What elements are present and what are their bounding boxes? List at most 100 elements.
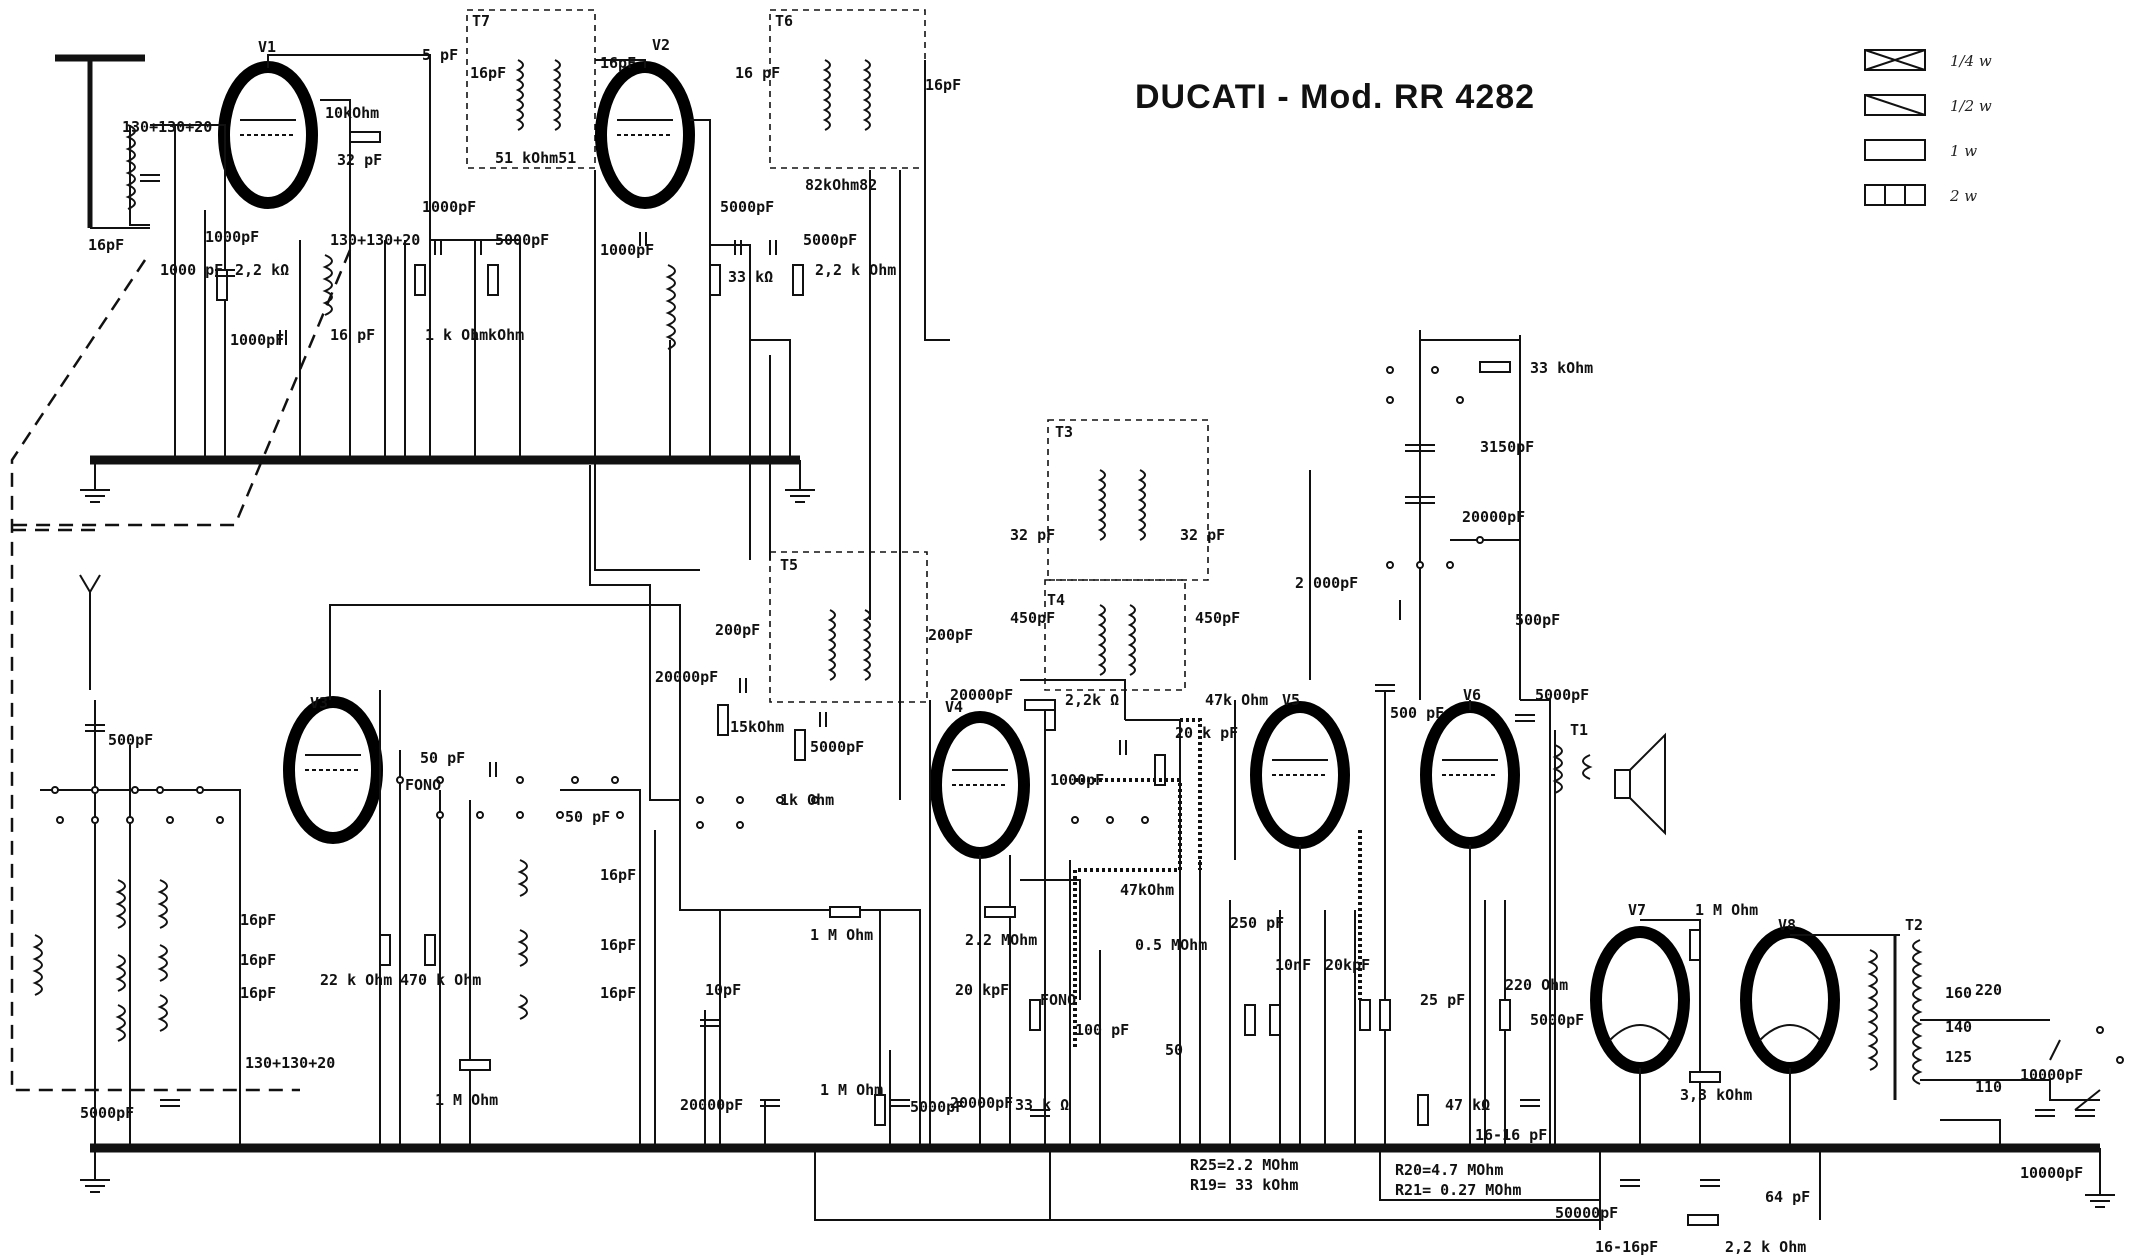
label-c10000a: 10000pF — [2020, 1066, 2083, 1084]
label-v125: 125 — [1945, 1048, 1972, 1066]
label-c1: 130+130+20 — [122, 118, 212, 136]
label-r82k: 82kOhm82 — [805, 176, 877, 194]
label-r1ka: 1 k Ohm — [425, 326, 488, 344]
antenna-whip-icon — [79, 574, 101, 690]
label-c20000c: 20000pF — [950, 686, 1013, 704]
label-fono-2: FONO — [405, 776, 441, 794]
label-c32: 32 pF — [337, 151, 382, 169]
antenna-frame-icon — [55, 54, 150, 229]
label-r22: 2,2 kΩ — [235, 261, 289, 279]
ground-symbol-right-lower — [2085, 1148, 2115, 1208]
label-c5000d: 5000pF — [810, 738, 864, 756]
svg-text:1/2 w: 1/2 w — [1950, 97, 1992, 115]
shielded-lead — [1073, 778, 1182, 1050]
transformer-t4-shield — [1044, 579, 1186, 691]
label-c1000f: 1000pF — [1050, 771, 1104, 789]
tube-v6-icon — [1420, 701, 1520, 849]
label-c20000d: 20000pF — [680, 1096, 743, 1114]
tube-v5-icon — [1250, 701, 1350, 849]
legend-item-two-watt: 2 w — [1864, 184, 1977, 206]
tube-label-v3: V3 — [310, 694, 328, 712]
svg-text:1/4 w: 1/4 w — [1950, 52, 1992, 70]
label-c20k: 20 k pF — [1175, 724, 1238, 742]
tube-label-v6: V6 — [1463, 686, 1481, 704]
legend-item-quarter-watt: 1/4 w — [1864, 49, 1992, 71]
coil-output-transformer-t1 — [1552, 744, 1593, 794]
label-r1kOhm: 1k Ohm — [780, 791, 834, 809]
label-fono: FONO — [1040, 991, 1076, 1009]
label-c20kpf: 20 kpF — [955, 981, 1009, 999]
transformer-label-t3: T3 — [1055, 423, 1073, 441]
wiring — [40, 54, 2101, 1230]
label-c100: 100 pF — [1075, 1021, 1129, 1039]
speaker-icon — [1614, 732, 1666, 836]
transformer-t6-shield — [769, 9, 926, 169]
label-r220: 220 Ohm — [1505, 976, 1568, 994]
label-v220: 220 — [1975, 981, 2002, 999]
label-c1000b: 1000pF — [205, 228, 259, 246]
label-c500c: 500 pF — [1390, 704, 1444, 722]
label-c47: 47 kΩ — [1445, 1096, 1490, 1114]
tube-v8-icon — [1740, 926, 1840, 1074]
coil-l15 — [1097, 604, 1136, 676]
transformer-label-t6: T6 — [775, 12, 793, 30]
label-v140: 140 — [1945, 1018, 1972, 1036]
label-c10nf: 10nF — [1275, 956, 1311, 974]
label-r1Md: 1 M Ohm — [1695, 901, 1758, 919]
label-r470: 470 k Ohm — [400, 971, 481, 989]
coil-l9 — [1097, 469, 1146, 541]
label-r22kc: 2,2 k Ohm — [1725, 1238, 1806, 1256]
label-c16a: 16pF — [470, 64, 506, 82]
label-r21: R21= 0.27 MOhm — [1395, 1181, 1521, 1199]
label-c1c: 130+130+20 — [245, 1054, 335, 1072]
label-c500b: 500pF — [108, 731, 153, 749]
label-c16c: 16 pF — [735, 64, 780, 82]
label-r1Mc: 1 M Ohm — [820, 1081, 883, 1099]
tube-labels: V1 V2 V3 V4 V5 V6 V7 V8 T7 T6 T5 T3 T4 T… — [258, 12, 1923, 934]
tube-v4-icon — [930, 711, 1030, 859]
label-r1M: 1 M Ohm — [810, 926, 873, 944]
label-c16b: 16pF — [600, 54, 636, 72]
label-r15k: 15kOhm — [730, 718, 784, 736]
tube-v1-icon — [218, 61, 318, 209]
label-c2000: 2 000pF — [1295, 574, 1358, 592]
tube-label-v4: V4 — [945, 698, 963, 716]
transformer-t5-shield — [769, 551, 928, 703]
svg-text:2 w: 2 w — [1949, 187, 1977, 205]
resistors — [216, 131, 1721, 1226]
label-c10: 10pF — [705, 981, 741, 999]
label-r47k: 47k Ohm — [1205, 691, 1268, 709]
label-c5000f: 5000pF — [1530, 1011, 1584, 1029]
label-c5000e: 5000pF — [1535, 686, 1589, 704]
label-r050: 50 — [1165, 1041, 1183, 1059]
label-c1000d: 1000 pF — [160, 261, 223, 279]
tube-v2-icon — [595, 61, 695, 209]
label-c450b: 450pF — [1195, 609, 1240, 627]
tube-label-v5: V5 — [1282, 691, 1300, 709]
coil-power-transformer-t2 — [1867, 935, 1923, 1100]
label-r22k: 2,2 k Ohm — [815, 261, 896, 279]
ground-symbol-left-lower — [80, 1148, 110, 1193]
label-r33k: 33 kOhm — [1530, 359, 1593, 377]
label-c20000b: 20000pF — [655, 668, 718, 686]
label-r10k: 10kOhm — [325, 104, 379, 122]
switch-contacts — [51, 366, 2124, 1064]
coil-band-switch — [32, 859, 528, 1042]
label-c20000e: 20000pF — [950, 1094, 1013, 1112]
label-c1b: 130+130+20 — [330, 231, 420, 249]
transformer-label-t7: T7 — [472, 12, 490, 30]
coil-l7 — [822, 59, 871, 131]
label-r05: 0.5 MOhm — [1135, 936, 1207, 954]
label-c20kf: 20kpF — [1325, 956, 1370, 974]
tube-label-v2: V2 — [652, 36, 670, 54]
gang-link-left — [10, 259, 300, 1092]
coil-l11 — [827, 609, 871, 681]
label-r22ko: 2,2k Ω — [1065, 691, 1119, 709]
label-c1616a: 16-16 pF — [1475, 1126, 1547, 1144]
coil-l4 — [665, 264, 676, 350]
label-r1Mb: 1 M Ohm — [435, 1091, 498, 1109]
label-c250: 250 pF — [1230, 914, 1284, 932]
component-labels: 130+130+20 10kOhm 5 pF 16pF 16pF 16 pF 1… — [80, 46, 2083, 1256]
label-c5000a: 5000pF — [495, 231, 549, 249]
label-c16k: 16pF — [600, 936, 636, 954]
